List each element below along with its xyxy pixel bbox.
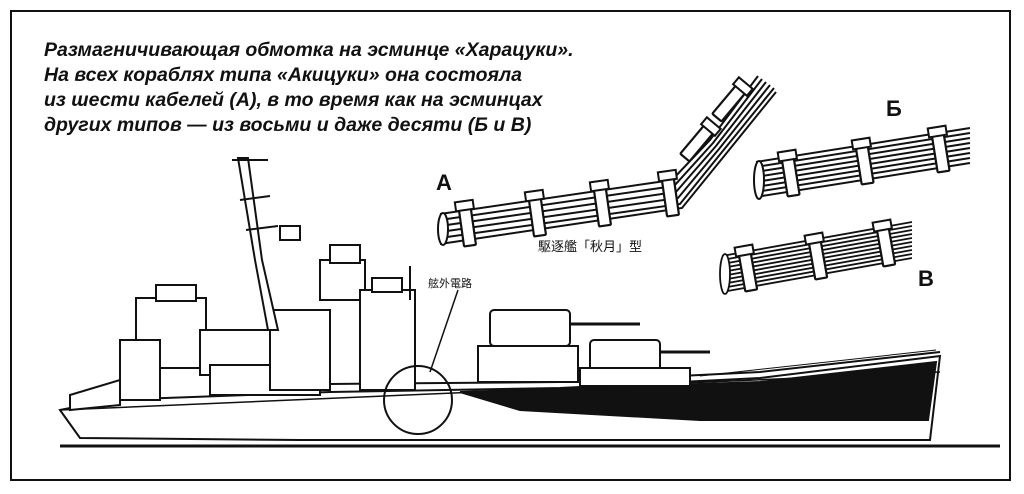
caption-line-2: На всех кораблях типа «Акицуки» она сост…: [44, 64, 522, 86]
caption-line-3: из шести кабелей (А), в то время как на …: [44, 89, 543, 111]
label-b: Б: [886, 96, 902, 121]
label-v: В: [918, 266, 934, 291]
destroyer-ship-icon: [58, 157, 1000, 448]
cable-bundle-a-icon: [437, 75, 777, 249]
cable-bundle-v-icon: [719, 218, 913, 295]
caption-line-1: Размагничивающая обмотка на эсминце «Хар…: [44, 39, 574, 61]
cable-bundle-b-icon: [753, 124, 971, 200]
figure-caption: Размагничивающая обмотка на эсминце «Хар…: [44, 38, 574, 138]
cable-marker-label: 舷外電路: [428, 277, 472, 290]
caption-line-4: других типов — из восьми и даже десяти (…: [44, 114, 532, 136]
label-a: А: [436, 170, 452, 195]
cable-class-label: 駆逐艦「秋月」型: [538, 240, 643, 255]
